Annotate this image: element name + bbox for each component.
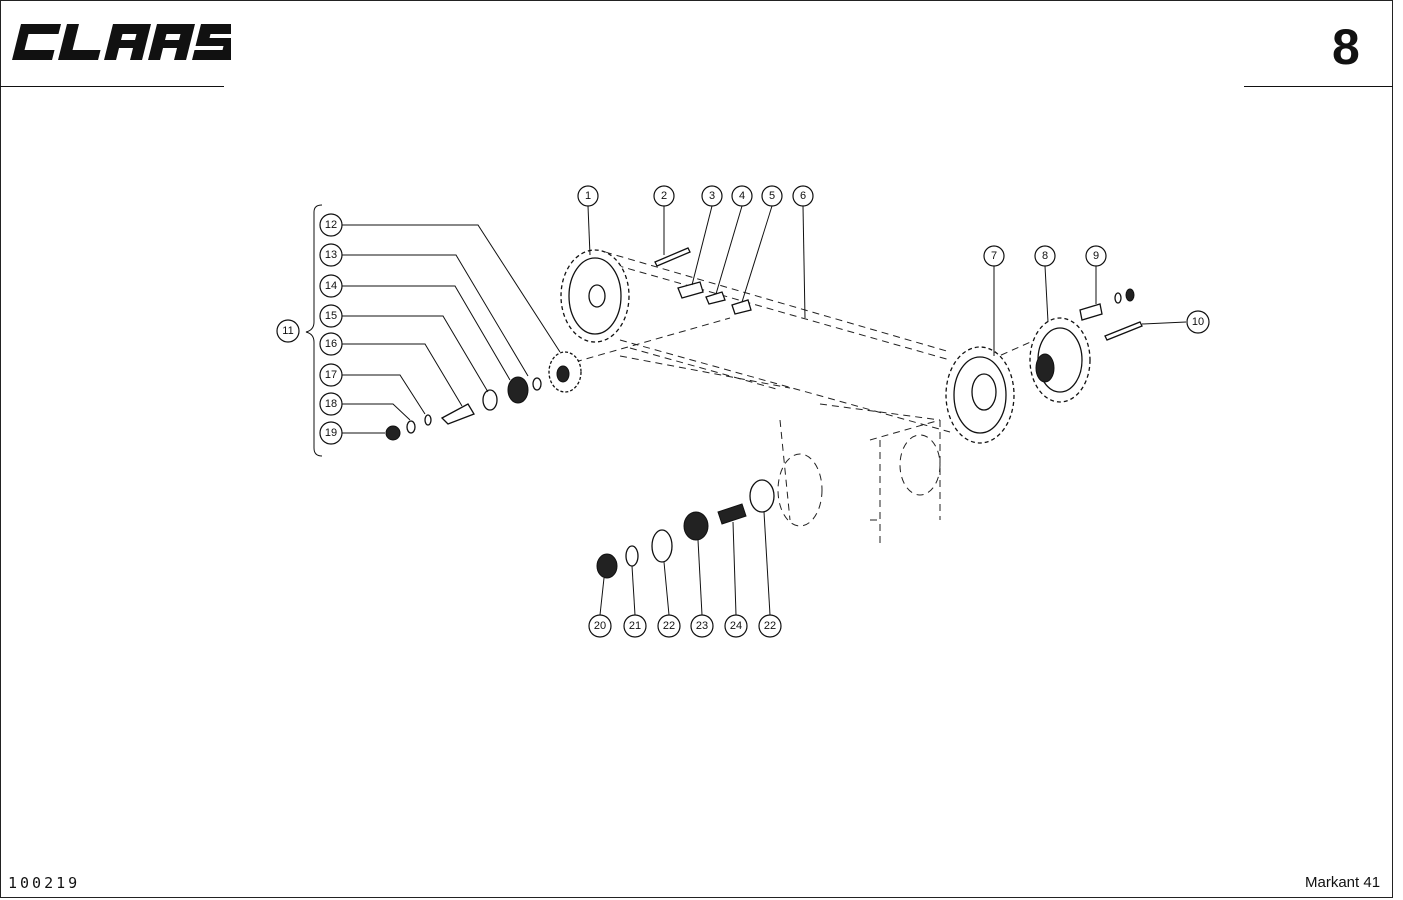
page-number: 8 xyxy=(1332,19,1361,75)
callout-label: 17 xyxy=(325,369,337,381)
callout-11: 11 xyxy=(276,319,300,343)
callout-label: 23 xyxy=(696,620,708,632)
callout-22: 22 xyxy=(657,614,681,638)
callout-7: 7 xyxy=(983,245,1005,267)
callout-21: 21 xyxy=(623,614,647,638)
small-parts xyxy=(385,247,1143,579)
callout-label: 19 xyxy=(325,427,337,439)
callout-label: 11 xyxy=(282,325,293,337)
sprocket-small-12 xyxy=(548,351,582,393)
callout-4: 4 xyxy=(731,185,753,207)
header-rule-right xyxy=(1244,86,1393,87)
callout-label: 20 xyxy=(594,620,606,632)
callout-12: 12 xyxy=(319,213,343,237)
callout-2: 2 xyxy=(653,185,675,207)
callout-15: 15 xyxy=(319,304,343,328)
callout-24: 24 xyxy=(724,614,748,638)
housing-outline xyxy=(777,434,941,527)
callout-label: 24 xyxy=(730,620,742,632)
leader-lines xyxy=(342,205,1187,616)
callout-label: 22 xyxy=(663,620,675,632)
callout-22b: 22 xyxy=(758,614,782,638)
callout-label: 22 xyxy=(764,620,776,632)
model-name: Markant 41 xyxy=(1305,874,1381,891)
callout-17: 17 xyxy=(319,363,343,387)
callout-label: 18 xyxy=(325,398,337,410)
sprocket-7 xyxy=(945,346,1015,444)
callout-label: 8 xyxy=(1042,250,1048,262)
document-id: 100219 xyxy=(8,874,81,892)
callout-23: 23 xyxy=(690,614,714,638)
callout-label: 9 xyxy=(1093,250,1099,262)
sprocket-large-1 xyxy=(560,249,630,343)
callout-label: 4 xyxy=(739,190,745,202)
group-bracket xyxy=(305,204,323,457)
callout-label: 1 xyxy=(585,190,591,202)
callout-label: 5 xyxy=(769,190,775,202)
callout-10: 10 xyxy=(1186,310,1210,334)
claas-logo xyxy=(6,20,242,69)
callout-label: 16 xyxy=(325,338,337,350)
callout-label: 12 xyxy=(325,219,337,231)
callout-5: 5 xyxy=(761,185,783,207)
callout-label: 6 xyxy=(800,190,806,202)
callout-16: 16 xyxy=(319,332,343,356)
callout-label: 13 xyxy=(325,249,337,261)
sprocket-hub-8 xyxy=(1029,317,1091,403)
callout-14: 14 xyxy=(319,274,343,298)
callout-label: 21 xyxy=(629,620,641,632)
callout-8: 8 xyxy=(1034,245,1056,267)
callout-label: 2 xyxy=(661,190,667,202)
callout-label: 10 xyxy=(1192,316,1204,328)
callout-13: 13 xyxy=(319,243,343,267)
callout-18: 18 xyxy=(319,392,343,416)
header-rule-left xyxy=(0,86,224,87)
callout-20: 20 xyxy=(588,614,612,638)
claas-logo-mark xyxy=(12,24,242,60)
callout-label: 14 xyxy=(325,280,337,292)
callout-6: 6 xyxy=(792,185,814,207)
callout-19: 19 xyxy=(319,421,343,445)
callout-9: 9 xyxy=(1085,245,1107,267)
callout-label: 3 xyxy=(709,190,715,202)
callout-3: 3 xyxy=(701,185,723,207)
callout-1: 1 xyxy=(577,185,599,207)
callout-label: 15 xyxy=(325,310,337,322)
callout-label: 7 xyxy=(991,250,997,262)
